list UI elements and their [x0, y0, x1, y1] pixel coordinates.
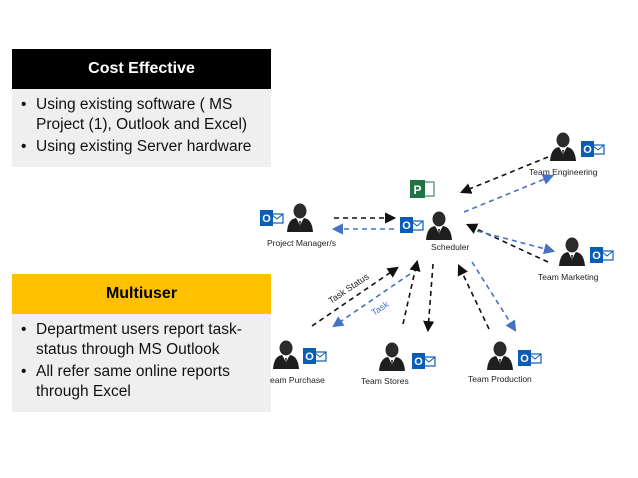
cost-effective-card: Cost Effective Using existing software (…: [12, 49, 271, 167]
task-status-label: Task Status: [327, 271, 372, 306]
cost-effective-list: Using existing software ( MS Project (1)…: [20, 95, 263, 157]
task-label: Task: [370, 299, 391, 318]
project-manager-label: Project Manager/s: [267, 238, 336, 248]
person-icon: [287, 203, 313, 232]
scheduler-to-purchase-arrow: [332, 273, 411, 328]
outlook-icon: [589, 246, 614, 264]
team-purchase-node: eam Purchase: [270, 340, 327, 385]
stores-to-scheduler-arrow: [402, 259, 421, 325]
person-icon: [426, 211, 452, 240]
ms-project-icon: P: [410, 180, 435, 198]
outlook-icon: [517, 349, 542, 367]
marketing-to-scheduler-arrow: [465, 223, 549, 263]
team-stores-label: Team Stores: [361, 376, 409, 386]
team-production-label: Team Production: [468, 374, 532, 384]
person-icon: [487, 341, 513, 370]
person-icon: [273, 340, 299, 369]
team-marketing-label: Team Marketing: [538, 272, 599, 282]
outlook-icon: [259, 209, 284, 227]
team-purchase-label: eam Purchase: [270, 375, 325, 385]
scheduler-to-marketing-arrow: [476, 230, 556, 255]
engineering-to-scheduler-arrow: [459, 156, 549, 194]
production-to-scheduler-arrow: [457, 263, 490, 330]
purchase-to-scheduler-arrow: [311, 266, 399, 327]
bullet-item: Department users report task-status thro…: [20, 320, 263, 360]
project-manager-node: Project Manager/s: [259, 203, 336, 248]
multiuser-list: Department users report task-status thro…: [20, 320, 263, 402]
person-icon: [379, 342, 405, 371]
multiuser-header: Multiuser: [12, 274, 271, 314]
scheduler-label: Scheduler: [431, 242, 469, 252]
bullet-item: All refer same online reports through Ex…: [20, 362, 263, 402]
outlook-icon: [580, 140, 605, 158]
team-engineering-label: Team Engineering: [529, 167, 598, 177]
team-marketing-node: Team Marketing: [538, 237, 614, 282]
outlook-icon: [411, 352, 436, 370]
team-stores-node: Team Stores: [361, 342, 436, 386]
person-icon: [559, 237, 585, 266]
cost-effective-body: Using existing software ( MS Project (1)…: [12, 89, 271, 167]
cost-effective-header: Cost Effective: [12, 49, 271, 89]
multiuser-body: Department users report task-status thro…: [12, 314, 271, 412]
scheduler-to-production-arrow: [471, 261, 517, 332]
multiuser-card: Multiuser Department users report task-s…: [12, 274, 271, 412]
outlook-icon: [302, 347, 327, 365]
scheduler-to-engineering-arrow: [463, 174, 555, 213]
scheduler-to-stores-arrow: [423, 263, 435, 333]
bullet-item: Using existing software ( MS Project (1)…: [20, 95, 263, 135]
outlook-icon: [399, 216, 424, 234]
team-production-node: Team Production: [468, 341, 542, 384]
team-engineering-node: Team Engineering: [529, 132, 605, 177]
svg-text:P: P: [413, 183, 421, 197]
person-icon: [550, 132, 576, 161]
scheduler-node: P Scheduler: [399, 180, 469, 252]
bullet-item: Using existing Server hardware: [20, 137, 263, 157]
